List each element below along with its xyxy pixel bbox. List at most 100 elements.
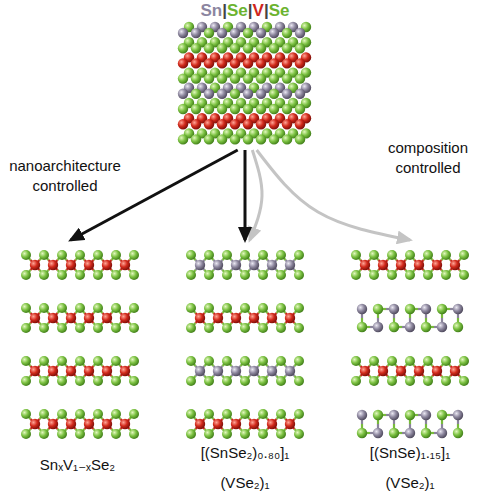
atom <box>258 303 268 313</box>
atom <box>204 356 214 366</box>
atom <box>222 270 232 280</box>
atom <box>276 270 286 280</box>
atom <box>269 73 279 83</box>
atom <box>39 356 49 366</box>
atom <box>373 410 383 420</box>
atom <box>66 313 76 323</box>
atom <box>243 28 253 38</box>
atom <box>48 313 58 323</box>
atom <box>295 134 305 144</box>
atom <box>387 376 397 386</box>
atom <box>195 313 205 323</box>
atom <box>285 419 295 429</box>
atom <box>373 304 383 314</box>
atom <box>453 322 463 332</box>
atom <box>360 260 370 270</box>
atom <box>204 376 214 386</box>
atom <box>240 250 250 260</box>
atom <box>178 104 188 114</box>
atom <box>129 429 139 439</box>
atom <box>178 43 188 53</box>
atom <box>178 119 188 129</box>
atom <box>120 419 130 429</box>
atom <box>111 429 121 439</box>
atom <box>191 134 201 144</box>
atom <box>129 270 139 280</box>
atom <box>21 323 31 333</box>
atom <box>405 410 415 420</box>
atom <box>423 376 433 386</box>
atom <box>204 104 214 114</box>
atom <box>39 429 49 439</box>
atom <box>276 250 286 260</box>
atom <box>213 260 223 270</box>
atom <box>423 250 433 260</box>
atom <box>204 409 214 419</box>
atom <box>120 366 130 376</box>
atom <box>217 43 227 53</box>
atom <box>231 366 241 376</box>
heading-letter: S <box>201 1 212 20</box>
atom <box>213 419 223 429</box>
atom <box>102 419 112 429</box>
atom <box>276 429 286 439</box>
edge-label: composition controlled <box>368 138 488 178</box>
atom <box>294 303 304 313</box>
atom <box>387 250 397 260</box>
atom <box>129 303 139 313</box>
atom <box>186 323 196 333</box>
atom <box>414 260 424 270</box>
atom <box>276 376 286 386</box>
atom <box>256 119 266 129</box>
formula-label: SnₓV₁₋ₓSe₂ <box>40 450 115 480</box>
atom <box>450 366 460 376</box>
atom <box>243 119 253 129</box>
atom <box>282 104 292 114</box>
heading-letter: S <box>269 1 280 20</box>
atom <box>357 304 367 314</box>
atom <box>93 303 103 313</box>
atom <box>204 89 214 99</box>
atom <box>421 322 431 332</box>
atom <box>387 356 397 366</box>
atom <box>240 429 250 439</box>
atom <box>295 104 305 114</box>
atom <box>66 419 76 429</box>
atom <box>351 270 361 280</box>
atom <box>186 376 196 386</box>
atom <box>243 104 253 114</box>
atom <box>269 104 279 114</box>
atom <box>258 409 268 419</box>
atom <box>21 376 31 386</box>
atom <box>217 134 227 144</box>
atom <box>102 260 112 270</box>
atom <box>230 104 240 114</box>
atom <box>258 376 268 386</box>
atom <box>178 89 188 99</box>
atom <box>222 250 232 260</box>
atom <box>217 73 227 83</box>
atom <box>240 409 250 419</box>
atom <box>75 376 85 386</box>
atom <box>276 323 286 333</box>
composition-heading: Sn|Se|V|Se <box>201 0 290 22</box>
atom <box>423 270 433 280</box>
atom <box>258 250 268 260</box>
atom <box>186 429 196 439</box>
atom <box>294 376 304 386</box>
atom <box>48 366 58 376</box>
atom <box>75 303 85 313</box>
atom <box>282 119 292 129</box>
reaction-arrow <box>257 150 410 240</box>
atom <box>269 43 279 53</box>
structure-node: [(SnSe₂)₀.₈₀]₁ (VSe₂)₁ <box>165 240 325 498</box>
atom <box>217 119 227 129</box>
atom <box>178 58 188 68</box>
atom <box>21 270 31 280</box>
atom <box>357 322 367 332</box>
atom <box>186 270 196 280</box>
atom <box>357 428 367 438</box>
atom <box>405 356 415 366</box>
